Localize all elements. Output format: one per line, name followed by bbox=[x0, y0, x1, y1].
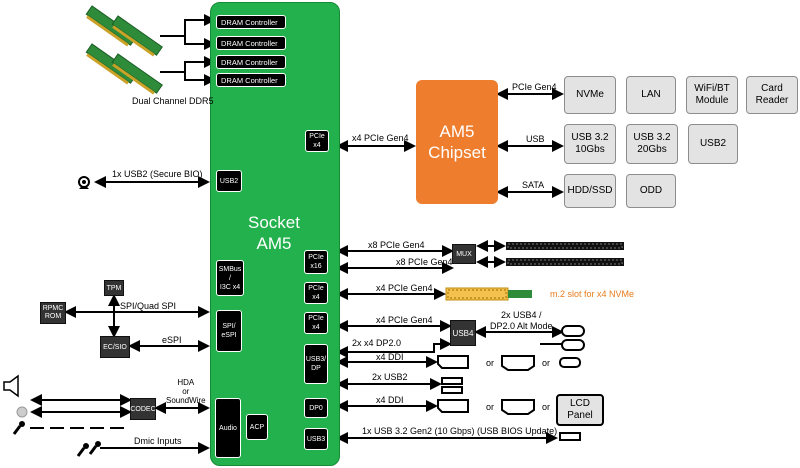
pcie-slot-2 bbox=[506, 258, 624, 266]
rpmc-rom-chip: RPMC ROM bbox=[40, 302, 66, 324]
chipset-sata-label: SATA bbox=[522, 180, 545, 190]
or-label: or bbox=[486, 402, 495, 412]
secure-bio-label: 1x USB2 (Secure BIO) bbox=[112, 169, 203, 179]
or-label: or bbox=[542, 402, 551, 412]
wifi-bt-device: WiFi/BT Module bbox=[686, 76, 738, 114]
dram-controller: DRAM Controller bbox=[216, 36, 286, 50]
spi-quad-label: SPI/Quad SPI bbox=[120, 301, 177, 311]
usb2-block: USB2 bbox=[216, 170, 242, 192]
ec-sio-chip: EC/SIO bbox=[100, 336, 130, 358]
chipset-usb-label: USB bbox=[526, 134, 545, 144]
audio-block: Audio bbox=[215, 398, 241, 458]
lcd-panel: LCD Panel bbox=[556, 394, 604, 426]
ddr5-label: Dual Channel DDR5 bbox=[132, 96, 214, 106]
dp0-block: DP0 bbox=[304, 398, 328, 418]
pcie-x4-usb4-block: PCIe x4 bbox=[304, 312, 328, 334]
am5-chipset: AM5 Chipset bbox=[416, 80, 498, 204]
usb32-20gbs-device: USB 3.2 20Gbs bbox=[626, 124, 678, 164]
hdd-ssd-device: HDD/SSD bbox=[564, 174, 616, 208]
ddr5-modules bbox=[85, 5, 163, 95]
pcie-slot-1 bbox=[506, 242, 624, 250]
espi-label: eSPI bbox=[162, 335, 182, 345]
or-label: or bbox=[486, 358, 495, 368]
pcie-x16-block: PCIe x16 bbox=[304, 250, 328, 274]
usb2-device: USB2 bbox=[688, 124, 738, 164]
chipset-link-label: x4 PCIe Gen4 bbox=[352, 133, 409, 143]
usb4-link-label: x4 PCIe Gen4 bbox=[376, 315, 433, 325]
card-reader-device: Card Reader bbox=[746, 76, 798, 114]
acp-block: ACP bbox=[246, 414, 268, 440]
dram-controller: DRAM Controller bbox=[216, 55, 286, 69]
pcie-x4-m2-block: PCIe x4 bbox=[304, 282, 328, 304]
x8-pcie-b-label: x8 PCIe Gen4 bbox=[396, 257, 453, 267]
dmic-label: Dmic Inputs bbox=[134, 436, 182, 446]
dram-controller: DRAM Controller bbox=[216, 73, 286, 87]
codec-chip: CODEC bbox=[130, 398, 156, 420]
socket-title: Socket AM5 bbox=[248, 213, 300, 253]
ddi1-label: x4 DDI bbox=[376, 352, 404, 362]
usb3-block: USB3 bbox=[304, 428, 328, 450]
mux-chip: MUX bbox=[452, 244, 476, 264]
or-label: or bbox=[542, 358, 551, 368]
usb32-10gbs-device: USB 3.2 10Gbs bbox=[564, 124, 616, 164]
usb4-chip: USB4 bbox=[450, 320, 476, 346]
nvme-device: NVMe bbox=[564, 76, 616, 114]
chipset-pcie-label: PCIe Gen4 bbox=[512, 82, 557, 92]
usb32-label: 1x USB 3.2 Gen2 (10 Gbps) (USB BIOS Upda… bbox=[362, 426, 558, 436]
usb4-out-label: 2x USB4 / DP2.0 Alt Mode bbox=[490, 310, 553, 331]
x8-pcie-a-label: x8 PCIe Gen4 bbox=[368, 240, 425, 250]
odd-device: ODD bbox=[626, 174, 676, 208]
pcie-x4-chipset-block: PCIe x4 bbox=[305, 130, 329, 152]
usb2x-label: 2x USB2 bbox=[372, 372, 408, 382]
m2-note: m.2 slot for x4 NVMe bbox=[550, 289, 635, 299]
tpm-chip: TPM bbox=[104, 280, 124, 296]
dp20-label: 2x x4 DP2.0 bbox=[352, 338, 402, 348]
lan-device: LAN bbox=[626, 76, 676, 114]
spi-block: SPI/ eSPI bbox=[216, 310, 242, 352]
hda-label: HDA or SoundWire bbox=[166, 378, 206, 405]
dram-controller: DRAM Controller bbox=[216, 15, 286, 29]
smbus-block: SMBus / I3C x4 bbox=[216, 260, 244, 296]
ddi2-label: x4 DDI bbox=[376, 395, 404, 405]
usb3-dp-block: USB3/ DP bbox=[304, 344, 328, 384]
m2-link-label: x4 PCIe Gen4 bbox=[376, 283, 433, 293]
